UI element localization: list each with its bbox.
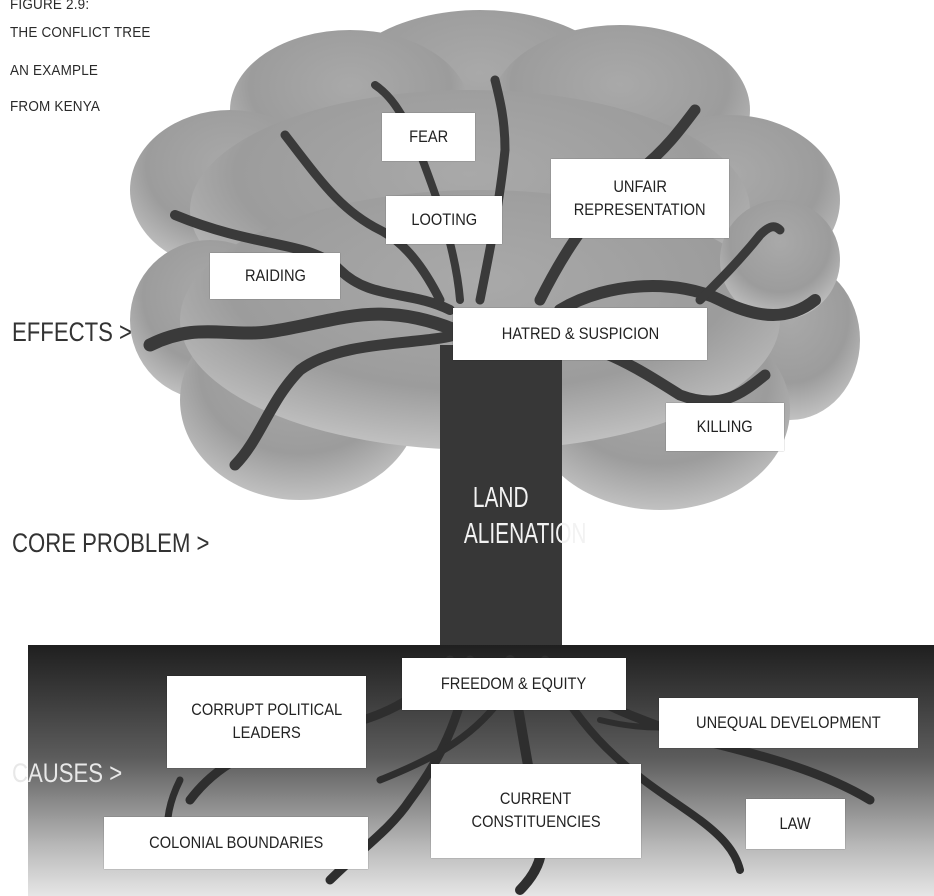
cause-colonial-label: COLONIAL BOUNDARIES xyxy=(148,832,324,852)
figure-number: FIGURE 2.9: xyxy=(10,0,90,13)
cause-law: LAW xyxy=(746,799,845,849)
figure-subtitle-line2: FROM KENYA xyxy=(10,98,101,115)
effect-hatred-label: HATRED & SUSPICION xyxy=(501,323,659,343)
effect-hatred-suspicion: HATRED & SUSPICION xyxy=(453,308,707,360)
cause-current-line1: CURRENT xyxy=(500,789,572,809)
effect-unfair-line2: REPRESENTATION xyxy=(574,199,706,219)
effect-looting-label: LOOTING xyxy=(411,209,477,229)
effect-unfair-representation: UNFAIR REPRESENTATION xyxy=(551,159,729,238)
effect-raiding: RAIDING xyxy=(210,253,340,299)
effect-raiding-label: RAIDING xyxy=(244,265,306,285)
tree-trunk xyxy=(440,345,562,650)
cause-corrupt-political-leaders: CORRUPT POLITICAL LEADERS xyxy=(167,676,366,768)
core-problem-line2: ALIENATION xyxy=(463,518,587,551)
causes-label: CAUSES > xyxy=(12,758,123,788)
effects-label: EFFECTS > xyxy=(12,317,132,347)
core-problem-label: CORE PROBLEM > xyxy=(12,528,210,558)
core-problem-line1: LAND xyxy=(473,482,529,514)
cause-current-constituencies: CURRENT CONSTITUENCIES xyxy=(431,764,641,858)
effect-fear-label: FEAR xyxy=(409,126,448,146)
cause-colonial-boundaries: COLONIAL BOUNDARIES xyxy=(104,817,368,869)
cause-freedom-equity: FREEDOM & EQUITY xyxy=(402,658,626,710)
core-problem-text: LAND ALIENATION xyxy=(440,480,587,553)
cause-corrupt-line2: LEADERS xyxy=(232,723,301,742)
cause-law-label: LAW xyxy=(779,813,812,833)
figure-subtitle-line1: AN EXAMPLE xyxy=(10,62,99,79)
figure-title: THE CONFLICT TREE xyxy=(10,24,151,41)
effect-fear: FEAR xyxy=(382,113,475,161)
cause-unequal-label: UNEQUAL DEVELOPMENT xyxy=(696,712,881,732)
cause-current-line2: CONSTITUENCIES xyxy=(471,812,601,831)
cause-corrupt-line1: CORRUPT POLITICAL xyxy=(191,700,342,720)
effect-killing-label: KILLING xyxy=(696,416,754,436)
effect-looting: LOOTING xyxy=(386,196,502,244)
cause-unequal-development: UNEQUAL DEVELOPMENT xyxy=(659,698,918,748)
effect-unfair-line1: UNFAIR xyxy=(613,176,667,196)
cause-freedom-label: FREEDOM & EQUITY xyxy=(441,673,587,693)
effect-killing: KILLING xyxy=(666,403,784,451)
